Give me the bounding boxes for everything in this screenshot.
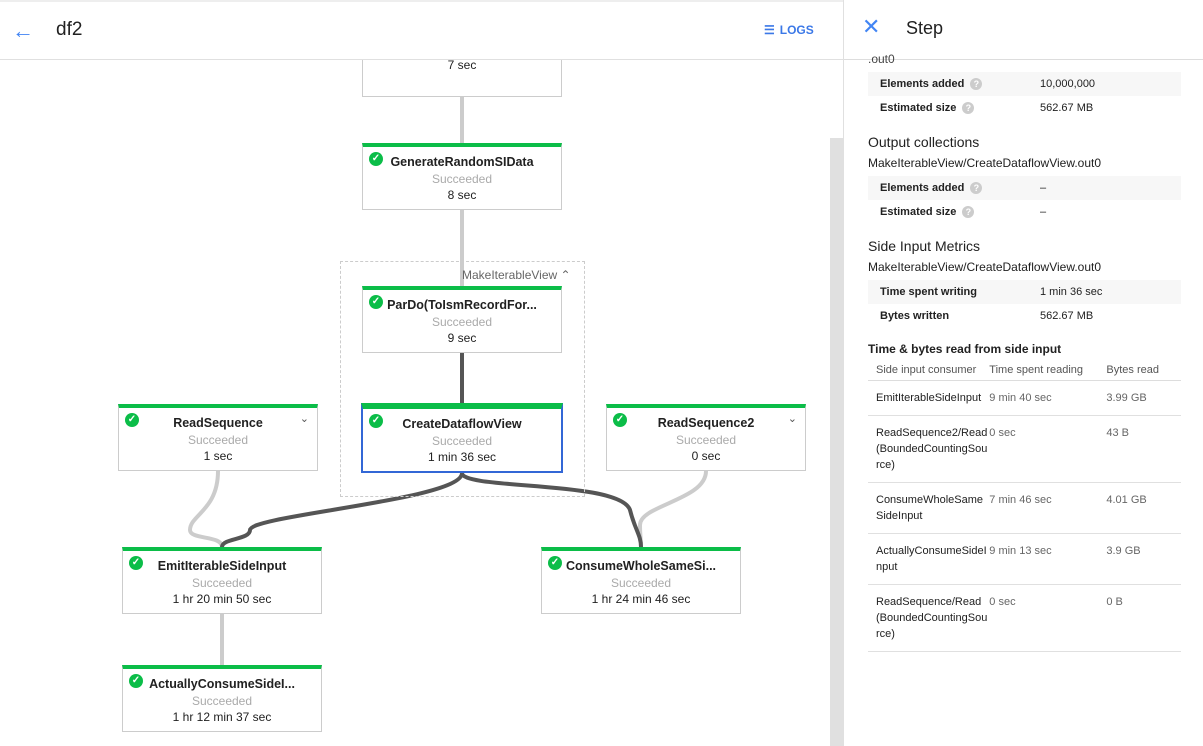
col-header: Bytes read bbox=[1106, 364, 1159, 376]
graph-node[interactable]: ✓ ParDo(ToIsmRecordFor... Succeeded 9 sec bbox=[362, 286, 562, 353]
node-name: ReadSequence bbox=[173, 416, 263, 430]
check-circle-icon: ✓ bbox=[125, 413, 139, 427]
clipped-name: .out0 bbox=[868, 52, 895, 66]
node-time: 1 sec bbox=[203, 449, 233, 463]
check-circle-icon: ✓ bbox=[369, 414, 383, 428]
node-status: Succeeded bbox=[431, 172, 493, 186]
edge bbox=[460, 471, 643, 548]
side-input-table: Side input consumer Time spent reading Byt… bbox=[868, 360, 1181, 652]
node-name: ParDo(ToIsmRecordFor... bbox=[387, 298, 537, 312]
chevron-up-icon: ⌃ bbox=[560, 268, 571, 282]
node-time: 7 sec bbox=[447, 60, 477, 72]
metric-row: Estimated size?– bbox=[880, 206, 1047, 218]
node-name: ReadSequence2 bbox=[657, 416, 755, 430]
chevron-down-icon[interactable]: ⌄ bbox=[787, 413, 797, 425]
node-name: ActuallyConsumeSideI... bbox=[149, 677, 295, 691]
node-time: 1 hr 24 min 46 sec bbox=[591, 592, 691, 606]
back-arrow-icon[interactable]: ← bbox=[12, 18, 34, 43]
metric-row: Elements added?– bbox=[868, 176, 1181, 200]
group-make-iterable-view bbox=[340, 261, 585, 497]
node-name: ConsumeWholeSameSi... bbox=[565, 559, 717, 573]
graph-canvas[interactable]: MakeIterableView ⌃ ✓Succeeded7 sec✓Gener… bbox=[0, 60, 830, 746]
node-time: 9 sec bbox=[447, 331, 477, 345]
node-status: Succeeded bbox=[431, 434, 493, 448]
edge bbox=[220, 472, 464, 548]
node-status: Succeeded bbox=[187, 433, 249, 447]
help-icon[interactable]: ? bbox=[970, 78, 983, 90]
graph-edges bbox=[187, 93, 708, 665]
table-row: ReadSequence/Read(BoundedCountingSource)… bbox=[868, 585, 1181, 652]
node-name: GenerateRandomSIData bbox=[390, 155, 534, 169]
col-header: Time spent reading bbox=[989, 364, 1084, 376]
close-icon[interactable]: ✕ bbox=[862, 14, 881, 39]
node-status: Succeeded bbox=[191, 694, 253, 708]
check-circle-icon: ✓ bbox=[129, 674, 143, 688]
node-time: 0 sec bbox=[691, 449, 721, 463]
top-bar: ← df2 ☰LOGS bbox=[0, 0, 843, 60]
node-status: Succeeded bbox=[610, 576, 672, 590]
edge bbox=[637, 470, 708, 548]
metric-row: Elements added?10,000,000 bbox=[868, 72, 1181, 96]
node-time: 1 min 36 sec bbox=[427, 450, 497, 464]
help-icon[interactable]: ? bbox=[962, 102, 975, 114]
check-circle-icon: ✓ bbox=[548, 556, 562, 570]
help-icon[interactable]: ? bbox=[962, 206, 975, 218]
metric-row: Estimated size?562.67 MB bbox=[880, 102, 1094, 114]
edge bbox=[187, 470, 224, 548]
node-status: Succeeded bbox=[675, 433, 737, 447]
chevron-down-icon[interactable]: ⌄ bbox=[299, 413, 309, 425]
group-label[interactable]: MakeIterableView ⌃ bbox=[462, 268, 571, 282]
logs-button[interactable]: ☰LOGS bbox=[764, 23, 814, 37]
node-status: Succeeded bbox=[191, 576, 253, 590]
graph-node[interactable]: ✓ConsumeWholeSameSi... Succeeded 1 hr 24 m… bbox=[541, 547, 741, 614]
check-circle-icon: ✓ bbox=[369, 295, 383, 309]
list-icon: ☰ bbox=[764, 23, 775, 37]
node-time: 8 sec bbox=[447, 188, 477, 202]
scrollbar[interactable] bbox=[830, 138, 843, 746]
node-name: EmitIterableSideInput bbox=[157, 559, 287, 573]
graph-node[interactable]: ✓ ActuallyConsumeSideI... Succeeded 1 hr 12… bbox=[122, 665, 322, 732]
col-header: Side input consumer bbox=[876, 364, 977, 376]
job-title: df2 bbox=[56, 19, 83, 40]
check-circle-icon: ✓ bbox=[369, 152, 383, 166]
side-name: MakeIterableView/CreateDataflowView.out0 bbox=[868, 260, 1102, 274]
side-title: Side Input Metrics bbox=[868, 238, 981, 254]
output-title: Output collections bbox=[868, 134, 980, 150]
read-title: Time & bytes read from side input bbox=[868, 342, 1062, 356]
table-row: ReadSequence2/Read(BoundedCountingSource… bbox=[868, 416, 1181, 483]
node-time: 1 hr 20 min 50 sec bbox=[172, 592, 272, 606]
node-time: 1 hr 12 min 37 sec bbox=[172, 710, 272, 724]
node-status: Succeeded bbox=[431, 315, 493, 329]
panel-title: Step bbox=[906, 18, 944, 38]
output-name: MakeIterableView/CreateDataflowView.out0 bbox=[868, 156, 1102, 170]
check-circle-icon: ✓ bbox=[129, 556, 143, 570]
check-circle-icon: ✓ bbox=[613, 413, 627, 427]
graph-node[interactable]: ✓Succeeded7 sec bbox=[362, 60, 562, 97]
help-icon[interactable]: ? bbox=[970, 182, 983, 194]
node-name: CreateDataflowView bbox=[402, 417, 522, 431]
